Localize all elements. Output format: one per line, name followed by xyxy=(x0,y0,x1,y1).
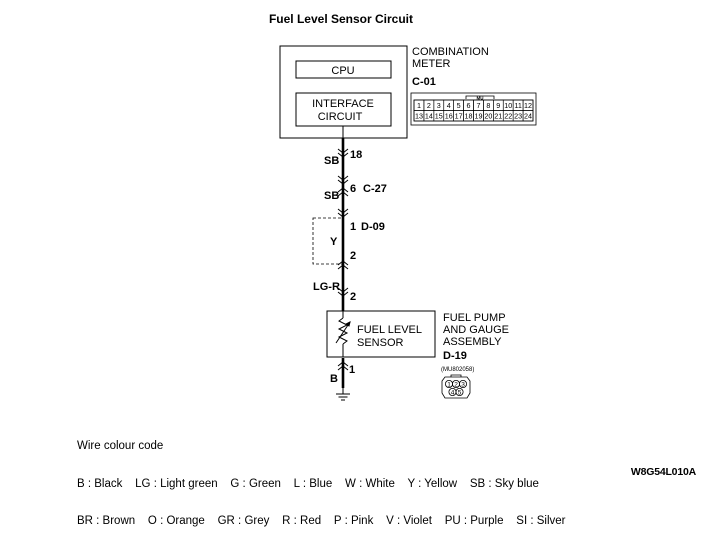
connector-symbol-c27-upper xyxy=(337,175,349,185)
connector-d19-pin: 2 xyxy=(454,381,458,388)
variable-resistor-icon xyxy=(335,311,351,357)
connector-d19 xyxy=(441,374,471,399)
interface-circuit-box xyxy=(295,92,392,127)
connector-c01-pin: 6 xyxy=(467,101,471,110)
connector-d19-label: D-19 xyxy=(443,350,467,362)
connector-c01-pin: 13 xyxy=(415,112,423,121)
pin-1-d19-label: 1 xyxy=(349,364,355,376)
wire-colour-lg-r: LG-R xyxy=(313,281,340,293)
pin-2-d09-label: 2 xyxy=(350,250,356,262)
combination-meter-label-1: COMBINATION xyxy=(412,46,489,58)
interface-label-1: INTERFACE xyxy=(312,98,374,110)
connector-c01-pin: 5 xyxy=(457,101,461,110)
connector-c27-label: C-27 xyxy=(363,183,387,195)
connector-c01-pin: 8 xyxy=(486,101,490,110)
cpu-box xyxy=(295,60,392,79)
connector-d19-pin: 3 xyxy=(461,381,465,388)
connector-symbol-d19-pin1 xyxy=(337,361,349,371)
ground-icon xyxy=(336,388,350,401)
connector-c01-pin: 17 xyxy=(455,112,463,121)
connector-c01-pin: 21 xyxy=(494,112,502,121)
fuel-pump-label-1: FUEL PUMP xyxy=(443,312,506,324)
legend-heading: Wire colour code xyxy=(77,440,164,452)
wire-colour-sb-2: SB xyxy=(324,190,339,202)
connector-d19-pin: 5 xyxy=(458,389,462,396)
connector-symbol-d09-pin1 xyxy=(337,208,349,218)
legend-line-2: BR : Brown O : Orange GR : Grey R : Red … xyxy=(77,515,566,527)
connector-c01-pin: 7 xyxy=(476,101,480,110)
connector-c01-pin: 1 xyxy=(417,101,421,110)
connector-c01-pin: 9 xyxy=(496,101,500,110)
wire-colour-b: B xyxy=(330,373,338,385)
connector-d19-part-no: (MU802058) xyxy=(441,367,474,373)
connector-symbol-c27-lower xyxy=(337,187,349,197)
connector-c01-pin: 14 xyxy=(425,112,433,121)
connector-c01-pin: 24 xyxy=(524,112,532,121)
connector-c01-pin: 16 xyxy=(445,112,453,121)
pin-1-d09-label: 1 xyxy=(350,221,356,233)
connector-c01-pin: 12 xyxy=(524,101,532,110)
wire-colour-legend: Wire colour code B : Black LG : Light gr… xyxy=(77,415,566,540)
connector-c01-pin: 15 xyxy=(435,112,443,121)
pin-18-label: 18 xyxy=(350,149,362,161)
diagram-title: Fuel Level Sensor Circuit xyxy=(269,12,413,26)
connector-c01-label: C-01 xyxy=(412,76,436,88)
connector-c01-pin: 19 xyxy=(474,112,482,121)
connector-c01-pin: 22 xyxy=(504,112,512,121)
sensor-label-1: FUEL LEVEL xyxy=(357,324,422,336)
connector-d19-pin: 1 xyxy=(447,381,451,388)
combination-meter-label-2: METER xyxy=(412,58,451,70)
document-id: W8G54L010A xyxy=(630,466,696,478)
pin-6-label: 6 xyxy=(350,183,356,195)
dashed-y-box xyxy=(312,217,344,265)
cpu-label: CPU xyxy=(331,65,354,77)
pin-2-d19-label: 2 xyxy=(350,291,356,303)
connector-c01-pin: 20 xyxy=(484,112,492,121)
connector-c01-pin: 18 xyxy=(465,112,473,121)
connector-c01-pin: 3 xyxy=(437,101,441,110)
sensor-label-2: SENSOR xyxy=(357,337,404,349)
connector-c01-pin: 10 xyxy=(504,101,512,110)
connector-c01-pin: 23 xyxy=(514,112,522,121)
connector-c01-pin: 4 xyxy=(447,101,451,110)
interface-label-2: CIRCUIT xyxy=(318,111,363,123)
connector-symbol-d19-pin2 xyxy=(337,287,349,297)
wire-colour-y: Y xyxy=(330,236,338,248)
wire-colour-sb-1: SB xyxy=(324,155,339,167)
connector-d19-pin: 4 xyxy=(451,389,455,396)
connector-c01-pin: 11 xyxy=(514,101,521,110)
legend-line-1: B : Black LG : Light green G : Green L :… xyxy=(77,477,539,490)
connector-c01-cell xyxy=(522,110,534,122)
fuel-pump-label-3: ASSEMBLY xyxy=(443,336,502,348)
connector-d09-label: D-09 xyxy=(361,221,385,233)
connector-symbol-pin18 xyxy=(337,148,349,158)
connector-c01-pin: 2 xyxy=(427,101,431,110)
connector-c01-tag: MU xyxy=(477,96,484,101)
fuel-pump-label-2: AND GAUGE xyxy=(443,324,509,336)
circuit-diagram: Fuel Level Sensor Circuit CPU INTERFACE … xyxy=(269,12,537,401)
